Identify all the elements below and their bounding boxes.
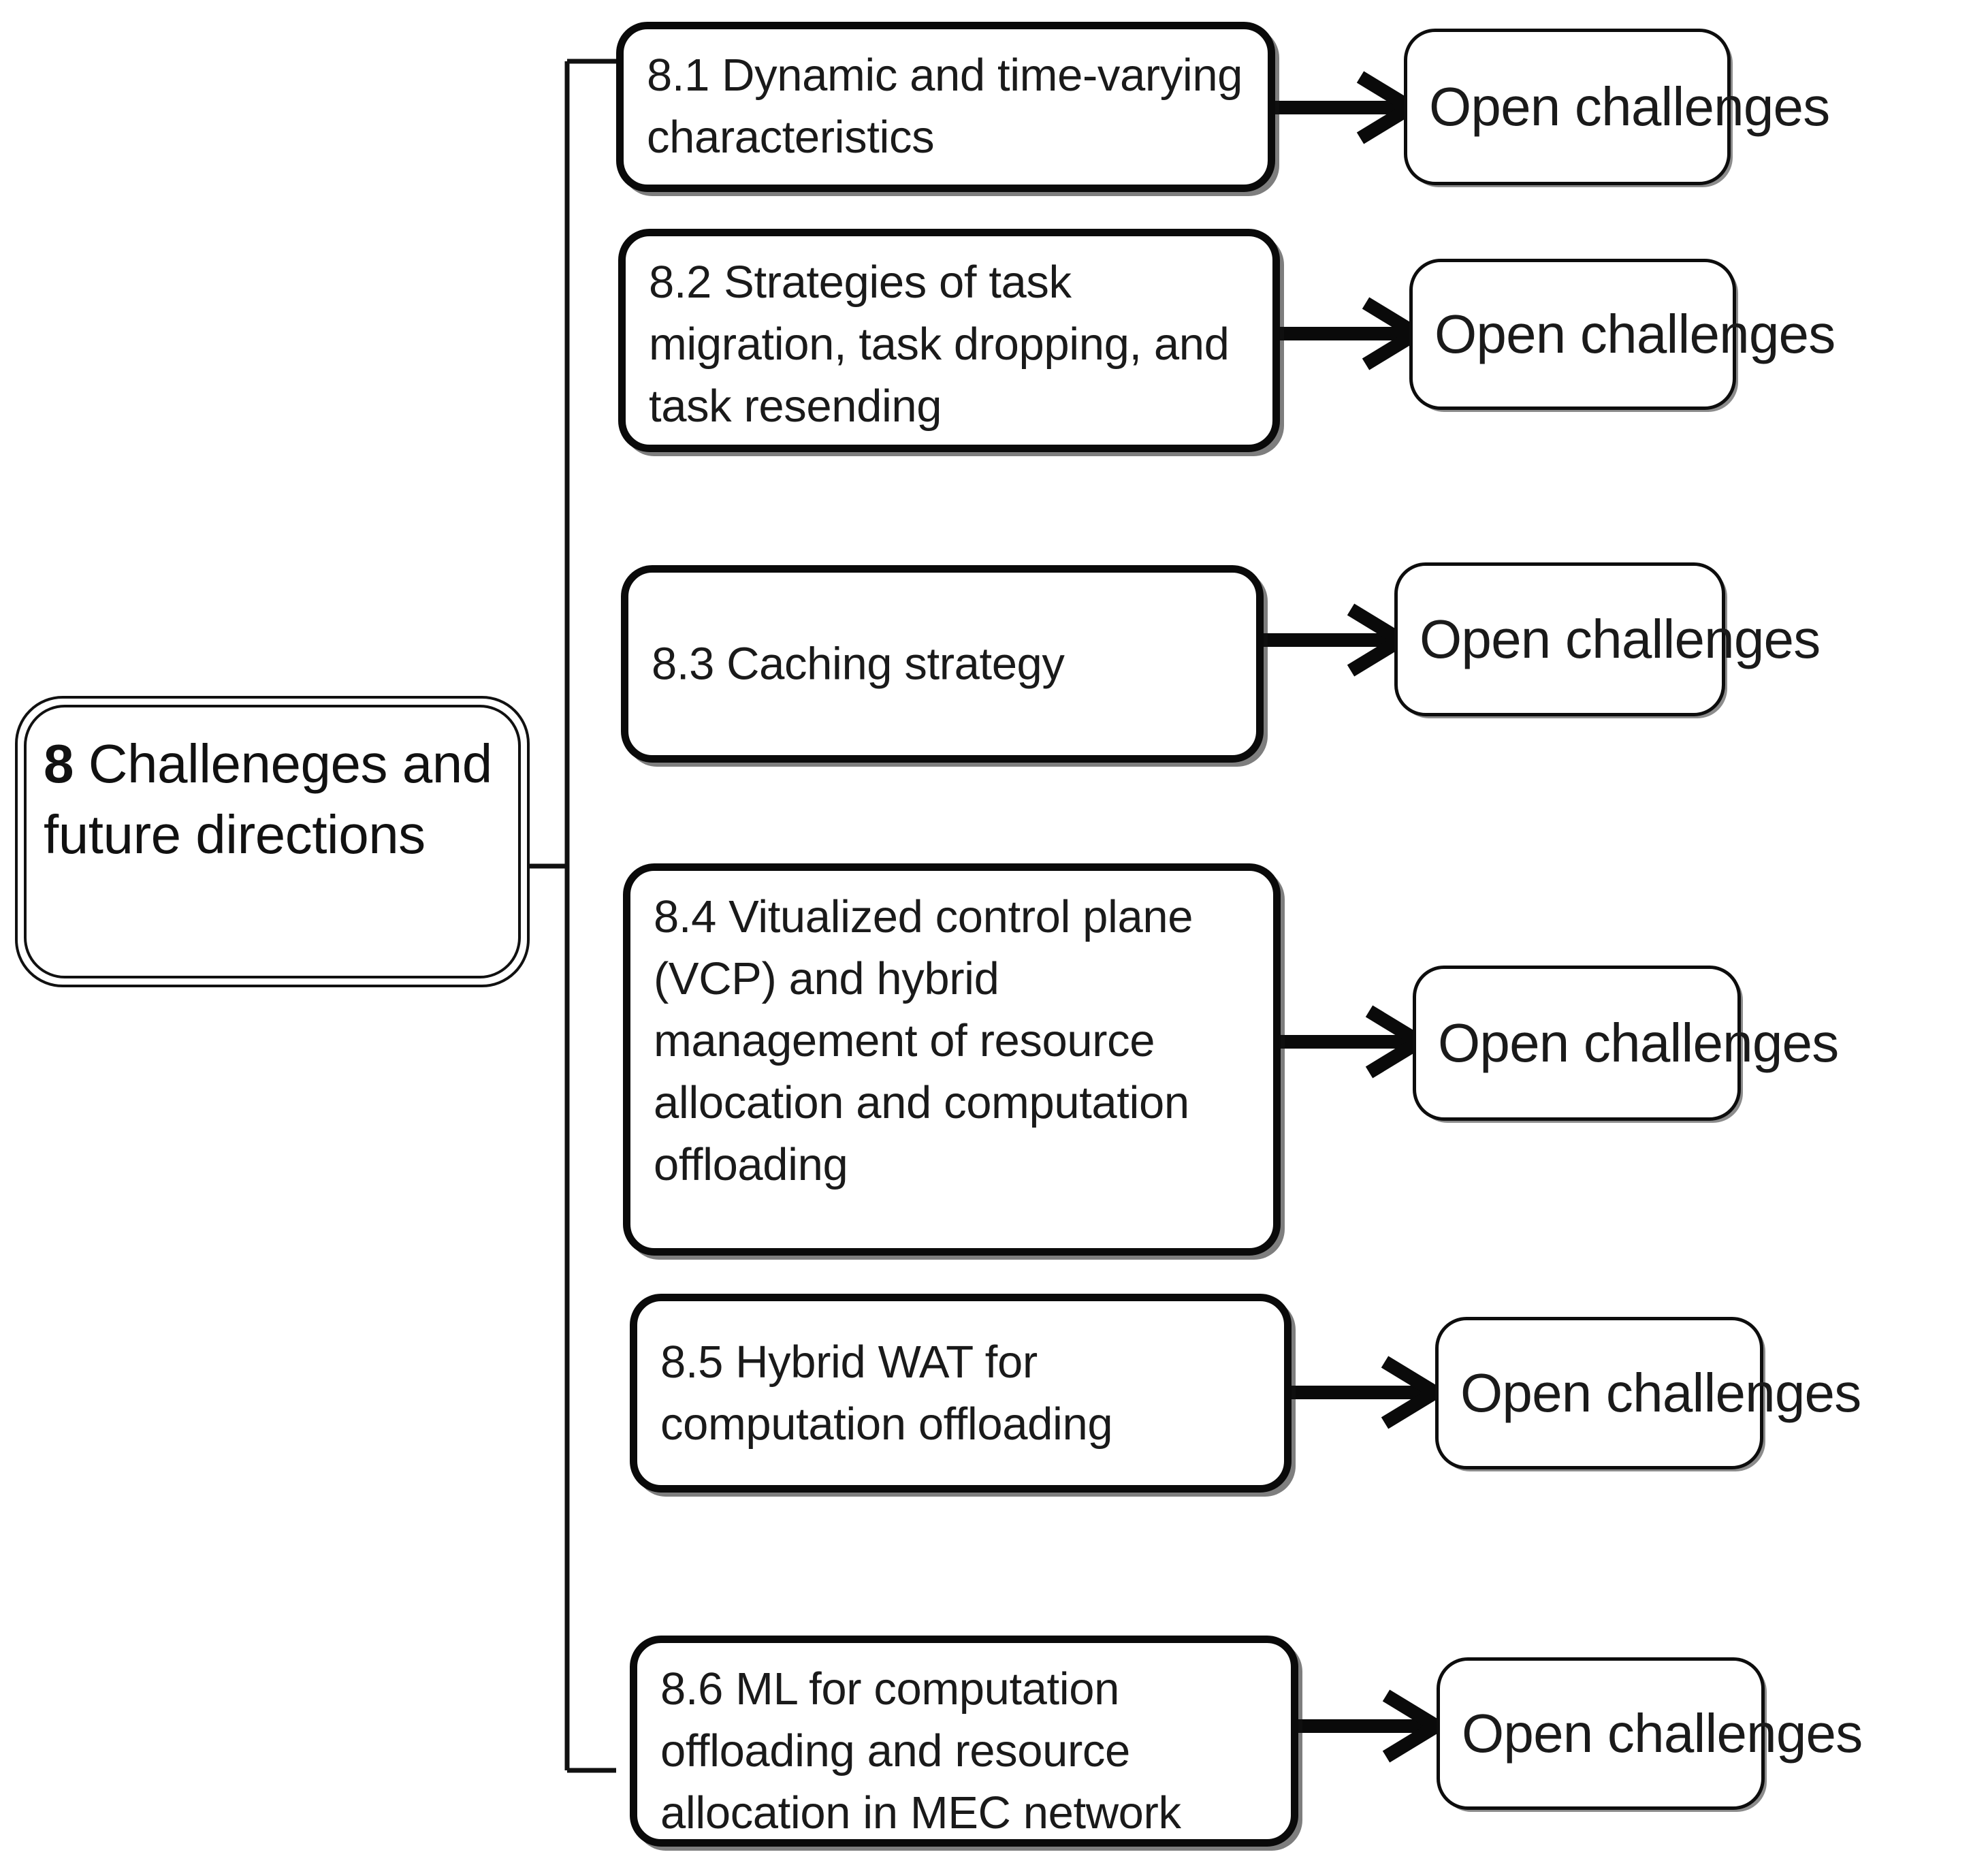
arrow-head-2 xyxy=(1362,297,1430,370)
arrow-head-4 xyxy=(1365,1005,1433,1079)
root-node-text: Challeneges and future directions xyxy=(44,733,492,865)
outcome-box-6[interactable]: Open challenges xyxy=(1437,1657,1863,1810)
outcome-box-2[interactable]: Open challenges xyxy=(1409,259,1835,410)
outcome-box-3[interactable]: Open challenges xyxy=(1394,562,1821,716)
outcome-box-5[interactable]: Open challenges xyxy=(1435,1317,1861,1469)
outcome-label-1: Open challenges xyxy=(1429,76,1830,137)
topic-label-8-6: 8.6 ML for computation offloading and re… xyxy=(660,1663,1181,1839)
topic-box-8-3[interactable]: 8.3 Caching strategy xyxy=(621,565,1264,763)
outcome-label-5: Open challenges xyxy=(1460,1362,1861,1423)
topic-box-8-1[interactable]: 8.1 Dynamic and time-varying characteris… xyxy=(616,22,1275,192)
topic-label-8-2: 8.2 Strategies of task migration, task d… xyxy=(649,257,1230,432)
topic-label-8-4: 8.4 Vitualized control plane (VCP) and h… xyxy=(654,891,1193,1191)
arrow-head-6 xyxy=(1382,1689,1450,1763)
topic-label-8-3: 8.3 Caching strategy xyxy=(652,638,1065,690)
root-node[interactable]: 8 Challeneges and future directions xyxy=(15,696,530,987)
outcome-label-6: Open challenges xyxy=(1462,1703,1863,1764)
topic-box-8-5[interactable]: 8.5 Hybrid WAT for computation offloadin… xyxy=(630,1294,1292,1493)
outcome-label-4: Open challenges xyxy=(1438,1013,1839,1073)
outcome-box-1[interactable]: Open challenges xyxy=(1404,29,1830,185)
root-node-label: 8 Challeneges and future directions xyxy=(44,729,507,870)
arrow-head-1 xyxy=(1356,71,1424,144)
arrow-head-3 xyxy=(1347,603,1415,677)
topic-box-8-2[interactable]: 8.2 Strategies of task migration, task d… xyxy=(618,229,1280,452)
topic-box-8-4[interactable]: 8.4 Vitualized control plane (VCP) and h… xyxy=(623,863,1281,1256)
topic-box-8-6[interactable]: 8.6 ML for computation offloading and re… xyxy=(630,1636,1298,1847)
root-node-number: 8 xyxy=(44,733,74,794)
outcome-box-4[interactable]: Open challenges xyxy=(1413,966,1839,1121)
topic-label-8-1: 8.1 Dynamic and time-varying characteris… xyxy=(647,50,1243,163)
outcome-label-3: Open challenges xyxy=(1420,609,1821,669)
outcome-label-2: Open challenges xyxy=(1434,304,1835,364)
topic-label-8-5: 8.5 Hybrid WAT for computation offloadin… xyxy=(660,1336,1113,1450)
arrow-head-5 xyxy=(1381,1356,1449,1429)
